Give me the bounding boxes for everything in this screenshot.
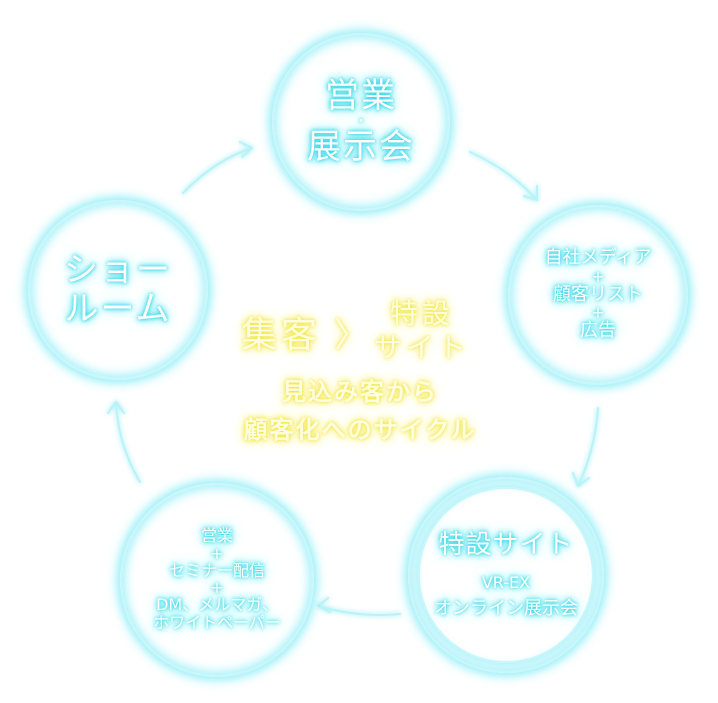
arrowhead-bottomleft-to-left (107, 401, 125, 414)
node-bottomleft-plus1: + (210, 543, 224, 563)
node-top-dot: ・ (354, 113, 368, 130)
node-bottomleft-plus2: + (210, 578, 224, 597)
node-left-line1: ショー (64, 249, 172, 290)
node-bottomright-title: 特設サイト (438, 529, 574, 560)
node-right-line1: 自社メディア (544, 246, 652, 268)
node-sales-exhibition: 営業 ・ 展示会 (272, 33, 450, 211)
node-bottomleft-line2: セミナー配信 (168, 560, 265, 580)
arrow-top-to-right (469, 151, 538, 201)
node-showroom: ショー ルーム (28, 200, 208, 380)
center-special-site-line2: サイト (373, 331, 470, 364)
node-special-site: 特設サイト VR-EX オンライン展示会 (408, 477, 604, 673)
arrow-bottomleft-to-left (115, 401, 141, 483)
node-top-line1: 営業 (325, 75, 397, 116)
arrowhead-right-to-bottomright (572, 472, 590, 487)
arrow-left-to-top (182, 147, 253, 194)
node-right-plus1: + (591, 266, 605, 286)
arrow-bottomright-to-bottomleft (317, 605, 401, 616)
node-bottomleft-line3: DM、メルマガ、 (156, 595, 278, 614)
node-bottomleft-line1: 営業 (200, 526, 233, 546)
node-bottomleft-line4: ホワイトペーパー (153, 613, 281, 633)
node-bottomright-line1: VR-EX (481, 573, 531, 593)
node-top-line2: 展示会 (307, 127, 415, 168)
center-word-attract: 集客 (240, 315, 321, 356)
center-caption-line2: 顧客化へのサイクル (243, 416, 477, 444)
node-own-media: 自社メディア + 顧客リスト + 広告 (508, 205, 688, 385)
node-bottomright-line2: オンライン展示会 (434, 597, 578, 619)
node-right-plus2: + (591, 303, 605, 323)
arrowhead-bottomright-to-bottomleft (317, 597, 331, 613)
node-left-line2: ルーム (64, 289, 172, 329)
center-arrow: 〉 (334, 316, 368, 356)
node-sales-seminar: 営業 + セミナー配信 + DM、メルマガ、 ホワイトペーパー (120, 483, 314, 677)
arrowhead-top-to-right (523, 185, 538, 201)
center-special-site-line1: 特設 (389, 297, 454, 330)
node-right-line2: 顧客リスト (553, 283, 643, 305)
arrowhead-left-to-top (239, 141, 253, 158)
center-caption-line1: 見込み客から (282, 378, 438, 406)
node-right-line3: 広告 (580, 320, 616, 342)
arrow-right-to-bottomright (577, 407, 599, 487)
